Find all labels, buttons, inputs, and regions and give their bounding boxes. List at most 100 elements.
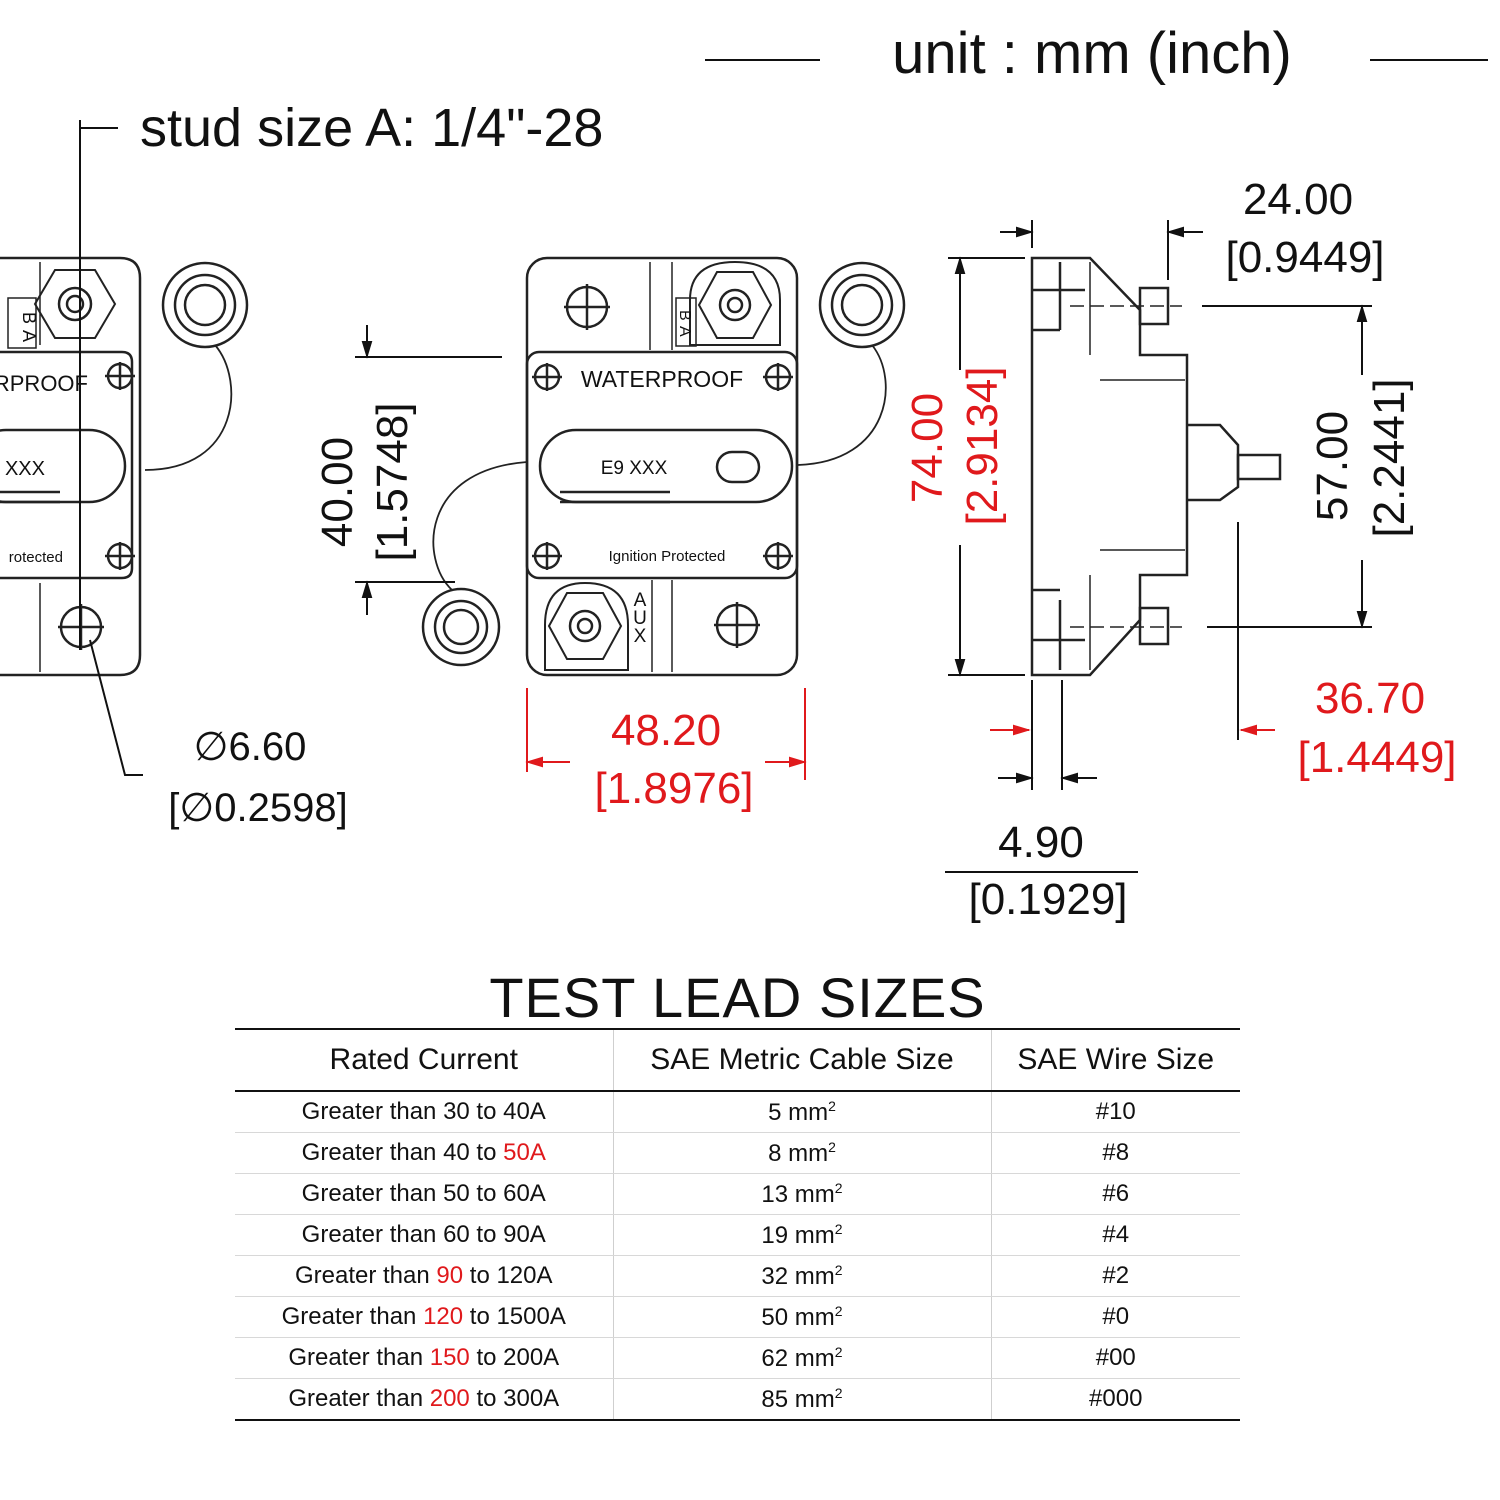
dimension-74 <box>948 256 1025 677</box>
metric-exponent: 2 <box>834 1179 843 1196</box>
rated-current-cell: Greater than 120 to 1500A <box>235 1296 613 1338</box>
dim-24-inch: [0.9449] <box>1225 233 1384 282</box>
current-text: Greater than 40 to <box>301 1139 504 1166</box>
current-text-tail: to 120A <box>463 1262 553 1289</box>
table-row: Greater than 50 to 60A 13 mm2 #6 <box>235 1173 1240 1215</box>
left-ignition-label: rotected <box>9 549 63 566</box>
dim-40-inch: [1.5748] <box>368 402 417 561</box>
metric-cable-cell: 50 mm2 <box>612 1296 991 1338</box>
current-text: Greater than 60 to 90A <box>301 1221 546 1248</box>
aux-letter-x: X <box>634 626 647 647</box>
current-text: Greater than <box>288 1385 430 1412</box>
dimension-48 <box>525 688 807 780</box>
metric-cable-cell: 5 mm2 <box>612 1091 991 1133</box>
current-text: Greater than <box>281 1303 424 1330</box>
wire-size-cell: #00 <box>990 1337 1240 1379</box>
dim-4-9-mm: 4.90 <box>998 818 1084 867</box>
side-view-breaker <box>1030 256 1282 677</box>
current-text: Greater than 30 to 40A <box>301 1098 546 1125</box>
left-bat-letter-1: B <box>19 312 39 324</box>
dimension-36 <box>990 522 1275 790</box>
metric-exponent: 2 <box>828 1097 836 1114</box>
metric-value: 8 mm <box>768 1139 829 1167</box>
dim-48-mm: 48.20 <box>611 706 721 755</box>
metric-cable-cell: 32 mm2 <box>612 1255 991 1297</box>
table-row: Greater than 200 to 300A 85 mm2 #000 <box>235 1378 1240 1421</box>
table-row: Greater than 90 to 120A 32 mm2 #2 <box>235 1255 1240 1297</box>
center-breaker <box>421 256 906 677</box>
dim-74-inch: [2.9134] <box>958 366 1007 525</box>
unit-header: unit : mm (inch) <box>705 21 1488 86</box>
metric-value: 13 mm <box>761 1180 835 1208</box>
bat-letter-1: B <box>676 310 693 321</box>
rated-current-cell: Greater than 200 to 300A <box>235 1378 613 1421</box>
header-rated-current: Rated Current <box>235 1028 613 1092</box>
header-wire-size: SAE Wire Size <box>990 1028 1240 1092</box>
metric-value: 50 mm <box>761 1303 835 1331</box>
metric-exponent: 2 <box>828 1138 836 1155</box>
current-highlight: 150 <box>429 1344 470 1371</box>
wire-size-cell: #000 <box>990 1378 1240 1421</box>
hole-diameter-mm: ∅6.60 <box>194 725 307 769</box>
ignition-label: Ignition Protected <box>609 548 726 565</box>
dim-24-mm: 24.00 <box>1243 175 1353 224</box>
stud-size-label: stud size A: 1/4"-28 <box>140 98 603 158</box>
unit-label: unit : mm (inch) <box>892 21 1292 86</box>
table-row: Greater than 40 to 50A 8 mm2 #8 <box>235 1132 1240 1174</box>
table-header-row: Rated Current SAE Metric Cable Size SAE … <box>235 1028 1240 1092</box>
dim-40-mm: 40.00 <box>313 437 362 547</box>
stud-leader <box>79 120 143 776</box>
current-highlight: 90 <box>436 1262 464 1289</box>
wire-size-cell: #4 <box>990 1214 1240 1256</box>
rated-current-cell: Greater than 30 to 40A <box>235 1091 613 1133</box>
metric-exponent: 2 <box>834 1343 843 1360</box>
left-model-label: XXX <box>5 458 45 480</box>
dim-36-mm: 36.70 <box>1315 674 1425 723</box>
aux-letter-a: A <box>634 590 647 611</box>
current-highlight: 50A <box>503 1139 546 1166</box>
metric-cable-cell: 85 mm2 <box>612 1378 991 1421</box>
dim-57-inch: [2.2441] <box>1365 378 1414 537</box>
current-text: Greater than <box>288 1344 430 1371</box>
wire-size-cell: #8 <box>990 1132 1240 1174</box>
current-text-tail: to 1500A <box>463 1303 566 1330</box>
dimension-24 <box>1000 220 1203 280</box>
wire-size-cell: #10 <box>990 1091 1240 1133</box>
header-metric-cable: SAE Metric Cable Size <box>612 1028 991 1092</box>
table-title: TEST LEAD SIZES <box>489 966 986 1029</box>
metric-cable-cell: 19 mm2 <box>612 1214 991 1256</box>
dim-4-9-inch: [0.1929] <box>968 875 1127 924</box>
dimension-4-9 <box>945 680 1138 873</box>
wire-size-cell: #0 <box>990 1296 1240 1338</box>
dim-48-inch: [1.8976] <box>594 764 753 813</box>
test-lead-table: Rated Current SAE Metric Cable Size SAE … <box>235 1028 1240 1421</box>
dimension-40 <box>355 325 502 615</box>
current-text-tail: to 300A <box>469 1385 560 1412</box>
waterproof-label: WATERPROOF <box>581 366 743 392</box>
rated-current-cell: Greater than 40 to 50A <box>235 1132 613 1174</box>
metric-exponent: 2 <box>834 1220 843 1237</box>
rated-current-cell: Greater than 60 to 90A <box>235 1214 613 1256</box>
metric-value: 32 mm <box>761 1262 835 1290</box>
metric-value: 19 mm <box>761 1221 835 1249</box>
rated-current-cell: Greater than 150 to 200A <box>235 1337 613 1379</box>
current-text: Greater than <box>294 1262 437 1289</box>
technical-drawing: unit : mm (inch) stud size A: 1/4"-28 RP… <box>0 21 1488 924</box>
table-row: Greater than 30 to 40A 5 mm2 #10 <box>235 1091 1240 1133</box>
metric-value: 85 mm <box>761 1385 835 1413</box>
wire-size-cell: #6 <box>990 1173 1240 1215</box>
dimension-57 <box>1202 304 1372 629</box>
dim-74-mm: 74.00 <box>903 393 952 503</box>
table-row: Greater than 150 to 200A 62 mm2 #00 <box>235 1337 1240 1379</box>
aux-letter-u: U <box>633 608 647 629</box>
dim-57-mm: 57.00 <box>1308 411 1357 521</box>
rated-current-cell: Greater than 50 to 60A <box>235 1173 613 1215</box>
table-row: Greater than 120 to 1500A 50 mm2 #0 <box>235 1296 1240 1338</box>
wire-size-cell: #2 <box>990 1255 1240 1297</box>
model-label: E9 XXX <box>601 458 668 479</box>
hole-diameter-inch: [∅0.2598] <box>168 786 347 830</box>
metric-cable-cell: 13 mm2 <box>612 1173 991 1215</box>
bat-letter-2: A <box>676 326 693 337</box>
metric-cable-cell: 62 mm2 <box>612 1337 991 1379</box>
metric-value: 5 mm <box>768 1098 829 1126</box>
